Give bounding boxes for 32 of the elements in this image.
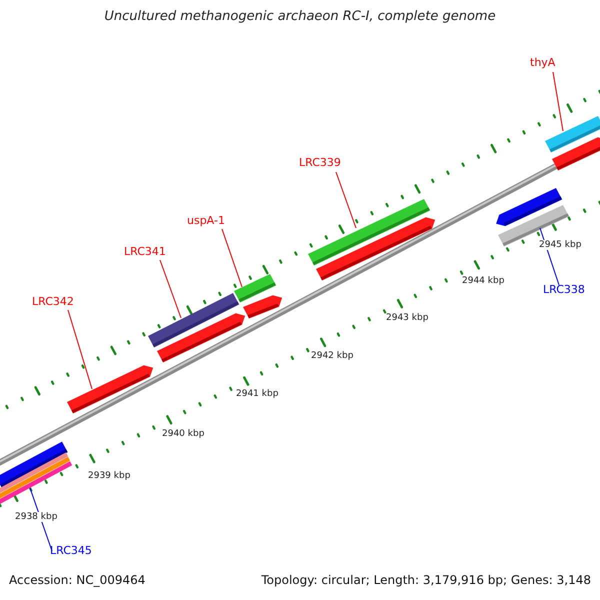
leader-line	[222, 228, 242, 288]
diagram-title: Uncultured methanogenic archaeon RC-I, complete genome	[103, 10, 497, 25]
scale-label: 2941 kbp	[236, 389, 278, 400]
leader-line	[552, 72, 564, 132]
gene-label: LRC338	[543, 284, 585, 297]
gene-feature	[0, 452, 68, 494]
footer-text: Accession: NC_009464	[9, 574, 146, 588]
scale-label: 2938 kbp	[15, 512, 58, 522]
gene-label: LRC345	[50, 545, 92, 558]
gene-feature	[316, 217, 436, 280]
footer-text: Topology: circular; Length: 3,179,916 bp; Genes: 3,148	[261, 574, 591, 588]
leader-line	[68, 310, 92, 390]
gene-label: LRC339	[299, 157, 341, 170]
leader-line	[336, 172, 356, 228]
scale-label: 2940 kbp	[162, 429, 204, 440]
gene-feature	[496, 188, 562, 226]
leader-line	[160, 260, 182, 318]
gene-feature	[0, 456, 70, 500]
scale-label: 2945 kbp	[539, 240, 582, 250]
gene-feature	[552, 137, 600, 170]
gene-label: thyA	[530, 57, 556, 70]
scale-label: 2943 kbp	[386, 313, 428, 324]
gene-label: LRC341	[124, 246, 166, 259]
scale-label: 2939 kbp	[88, 471, 130, 482]
gene-feature	[0, 461, 72, 505]
gene-feature	[243, 295, 282, 318]
gene-label: uspA-1	[187, 215, 225, 228]
gene-feature	[157, 313, 246, 362]
gene-label: LRC342	[32, 296, 74, 309]
scale-label: 2944 kbp	[462, 276, 504, 286]
gene-feature	[67, 365, 154, 414]
scale-label: 2942 kbp	[311, 351, 354, 362]
